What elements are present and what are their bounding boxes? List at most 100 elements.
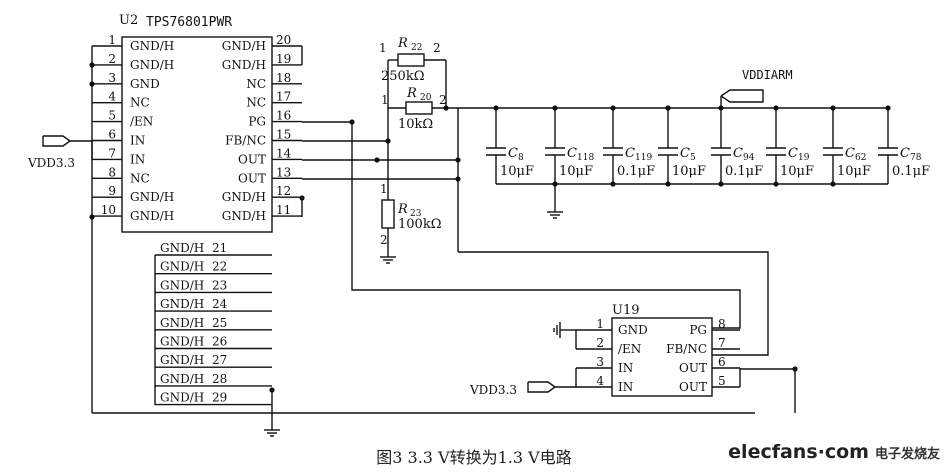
u19-pin-name: OUT [679, 361, 707, 375]
u2-pin-number: 4 [108, 90, 116, 104]
u2-pin-name: NC [130, 171, 150, 185]
cap-sub: 8 [518, 153, 524, 163]
u2-heat-pin-number: 22 [212, 260, 227, 274]
r23-sub: 23 [410, 209, 422, 219]
u2-pin-name: GND/H [222, 39, 266, 53]
u19-pin-name: OUT [679, 380, 707, 394]
vdd-u19-port [527, 381, 557, 393]
u19-pin-name: IN [618, 361, 633, 375]
u2-part-number: TPS76801PWR [146, 15, 232, 30]
cap-sub: 118 [577, 153, 594, 163]
u2-heat-pin-number: 26 [212, 335, 227, 349]
cap-value: 10μF [500, 164, 534, 179]
u19-pin-number: 6 [718, 355, 726, 369]
u2-heat-pin-name: GND/H [160, 335, 204, 349]
u2-pin-name: PG [248, 115, 266, 129]
u2-pin-name: IN [130, 134, 145, 148]
watermark-brand: elecfans·com [728, 441, 869, 463]
cap-ref: C [680, 146, 690, 161]
u2-heat-pin-number: 21 [212, 241, 227, 255]
pg-net [302, 121, 741, 329]
r22-body [397, 53, 425, 67]
u2-pin-name: NC [130, 96, 150, 110]
cap-ref: C [508, 146, 518, 161]
r22-sub: 22 [411, 43, 422, 53]
u19-pin-name: IN [618, 380, 633, 394]
cap-sub: 78 [910, 153, 922, 163]
u2-heat-pin-name: GND/H [160, 353, 204, 367]
u19-body [611, 317, 713, 397]
junction-dot [299, 195, 305, 201]
r22-value: 250kΩ [381, 69, 424, 84]
u2-heat-pin-name: GND/H [160, 260, 204, 274]
cap-ref: C [788, 146, 798, 161]
junction-dot [792, 366, 798, 372]
watermark: elecfans·com 电子发烧友 [728, 441, 940, 463]
r23-ref: R [397, 202, 408, 217]
r22-pin2: 2 [433, 41, 441, 55]
cap-value: 10μF [837, 164, 871, 179]
r20-value: 10kΩ [398, 117, 433, 132]
r20-sub: 20 [420, 93, 432, 103]
u2-pin-number: 20 [276, 33, 291, 47]
u2-pin-name: OUT [238, 171, 266, 185]
u2-heat-pin-number: 27 [212, 353, 227, 367]
u2-heat-pin-number: 28 [212, 372, 227, 386]
u19-pin-name: PG [689, 323, 707, 337]
u2-pin-name: NC [246, 77, 266, 91]
u2-pin-name: NC [246, 96, 266, 110]
u19-pin-number: 5 [718, 374, 726, 388]
cap-sub: 5 [690, 153, 696, 163]
cap-value: 10μF [672, 164, 706, 179]
junction-dot [455, 157, 461, 163]
u2-pin-number: 6 [108, 128, 116, 142]
watermark-tag: 电子发烧友 [874, 447, 940, 462]
u2-heat-pin-name: GND/H [160, 241, 204, 255]
r23-body [381, 199, 395, 229]
u2-pin-number: 14 [276, 146, 292, 160]
u2-pin-name: GND/H [222, 209, 266, 223]
u2-heat-pin-number: 29 [212, 391, 227, 405]
u2-pin-name: OUT [238, 152, 266, 166]
u2-pin-name: GND/H [222, 58, 266, 72]
u2-heat-pin-name: GND/H [160, 297, 204, 311]
cap-value: 0.1μF [617, 164, 655, 179]
cap-value: 0.1μF [725, 164, 763, 179]
u2-heat-pin-number: 23 [212, 278, 227, 292]
cap-ref: C [845, 146, 855, 161]
u2-ref: U2 [119, 13, 138, 28]
cap-sub: 62 [855, 153, 866, 163]
u2-pin-number: 19 [276, 52, 291, 66]
junction-dot [455, 176, 461, 182]
vdd-u2-port [42, 135, 72, 147]
cap-sub: 119 [635, 153, 652, 163]
u2-heat-pin-number: 24 [212, 297, 228, 311]
cap-sub: 94 [743, 153, 755, 163]
cap-ref: C [733, 146, 743, 161]
u2-heat-pin-name: GND/H [160, 316, 204, 330]
r22-pin1: 1 [379, 41, 387, 55]
u19-ref: U19 [612, 303, 640, 318]
junction-dot [349, 119, 355, 125]
u19-pin-name: GND [618, 323, 648, 337]
u19-pin-number: 1 [596, 317, 604, 331]
cap-value: 10μF [559, 164, 593, 179]
cap-ref: C [567, 146, 577, 161]
cap-value: 10μF [780, 164, 814, 179]
r22-ref: R [397, 36, 408, 51]
u2-pin-number: 7 [108, 146, 116, 160]
u19-pin-number: 3 [596, 355, 604, 369]
u2-pin-number: 15 [276, 128, 291, 142]
u19-pin-number: 4 [596, 374, 604, 388]
u2-heat-pin-name: GND/H [160, 278, 204, 292]
u2-pin-name: GND/H [130, 209, 174, 223]
u2-pin-name: GND [130, 77, 160, 91]
u2-pin-number: 1 [108, 33, 116, 47]
r20-pin1: 1 [381, 93, 389, 107]
r23-value: 100kΩ [398, 217, 441, 232]
junction-dot [269, 387, 275, 393]
r20-pin2: 2 [439, 93, 447, 107]
vddiarm-label: VDDIARM [742, 68, 793, 82]
figure-caption: 图3 3.3 V转换为1.3 V电路 [376, 448, 572, 467]
